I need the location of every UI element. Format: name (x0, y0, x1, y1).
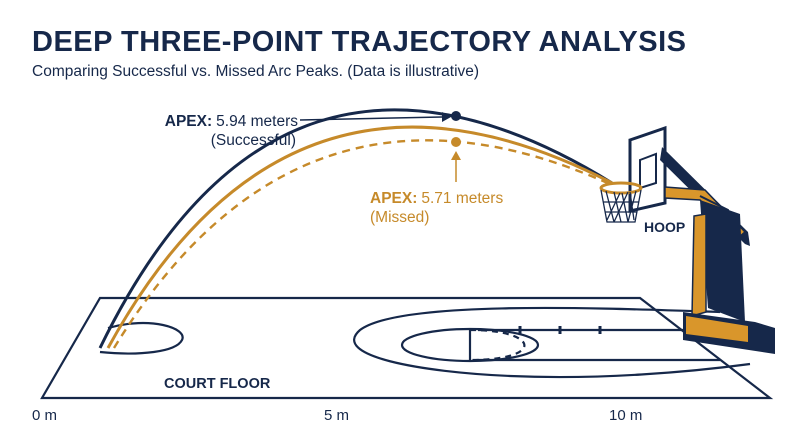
rim (599, 181, 643, 195)
court-outline (40, 296, 774, 400)
missed-apex-status: (Missed) (370, 209, 429, 226)
pole-highlight (691, 213, 707, 318)
backboard-inner-square (639, 152, 657, 190)
hoop-label: HOOP (644, 219, 685, 235)
successful-apex-label: APEX:5.94 meters (165, 113, 298, 130)
successful-apex-status: (Successful) (211, 132, 296, 149)
hoop-structure (599, 125, 775, 354)
missed-apex-label: APEX:5.71 meters (370, 190, 503, 207)
missed-trajectory-solid (106, 125, 613, 349)
base-padding (686, 316, 748, 342)
net (600, 189, 642, 223)
missed-apex-marker (451, 137, 461, 147)
left-court-arc (99, 321, 184, 355)
page-title: DEEP THREE-POINT TRAJECTORY ANALYSIS (32, 26, 687, 58)
page-subtitle: Comparing Successful vs. Missed Arc Peak… (32, 63, 480, 80)
missed-trajectory-dashed (112, 139, 613, 349)
axis-tick-5m: 5 m (324, 407, 349, 424)
missed-callout-arrow (451, 151, 461, 182)
free-throw-dashed-arc (469, 328, 526, 362)
axis-tick-0m: 0 m (32, 407, 57, 424)
successful-apex-marker (451, 111, 461, 121)
successful-callout-arrow (299, 112, 451, 122)
court-floor-label: COURT FLOOR (164, 376, 271, 392)
three-point-line (353, 306, 751, 379)
axis-tick-10m: 10 m (609, 407, 642, 424)
lane-hash-marks (518, 326, 602, 334)
successful-trajectory (98, 108, 613, 349)
pole (700, 200, 745, 322)
court-floor (40, 296, 774, 400)
backboard (628, 125, 667, 213)
